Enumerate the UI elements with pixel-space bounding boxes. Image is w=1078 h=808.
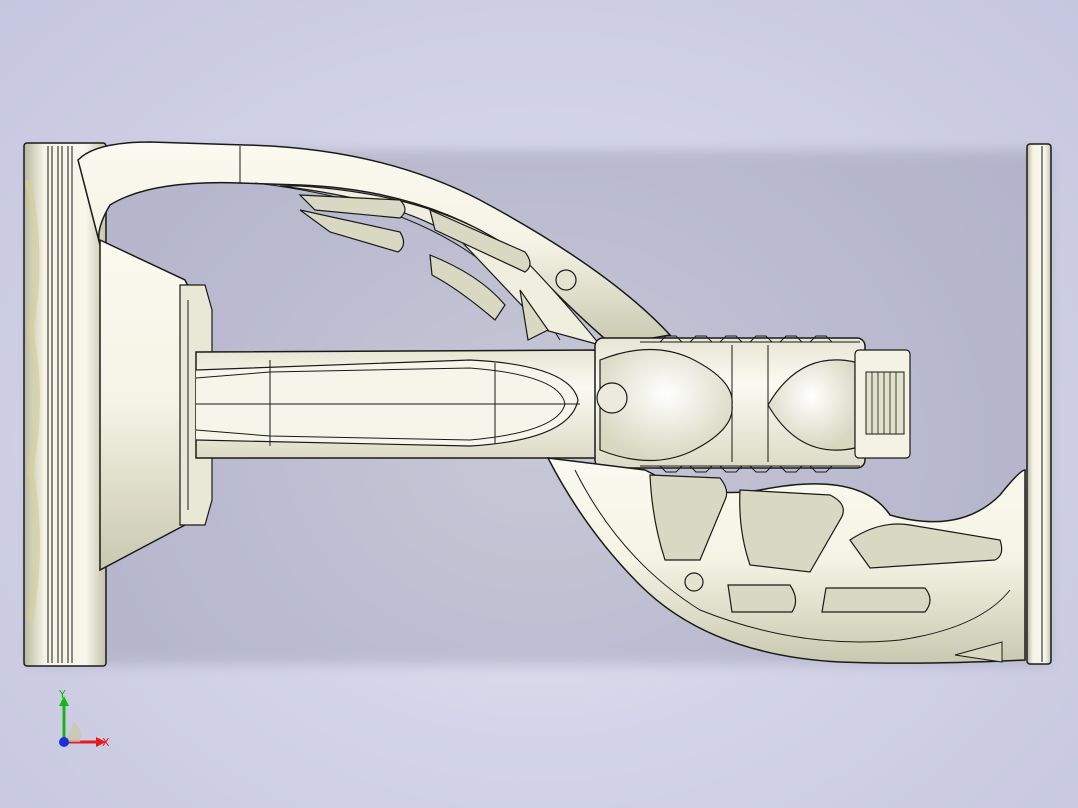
right-flange[interactable] [1026, 143, 1052, 665]
z-axis-origin [59, 737, 69, 747]
connecting-rod[interactable] [195, 349, 606, 459]
lower-arm[interactable] [546, 457, 1026, 664]
big-end-housing[interactable] [594, 335, 911, 473]
piston-skirt[interactable] [99, 238, 213, 572]
y-axis-label: Y [58, 688, 66, 701]
x-axis-label: X [102, 736, 110, 749]
piston-crown[interactable] [23, 142, 107, 667]
x-axis-arrowhead [96, 737, 106, 747]
upper-arm[interactable] [77, 141, 672, 347]
coordinate-triad[interactable]: Y X [50, 686, 120, 756]
triad-plane-hint [64, 722, 82, 742]
y-axis-arrowhead [59, 696, 69, 706]
